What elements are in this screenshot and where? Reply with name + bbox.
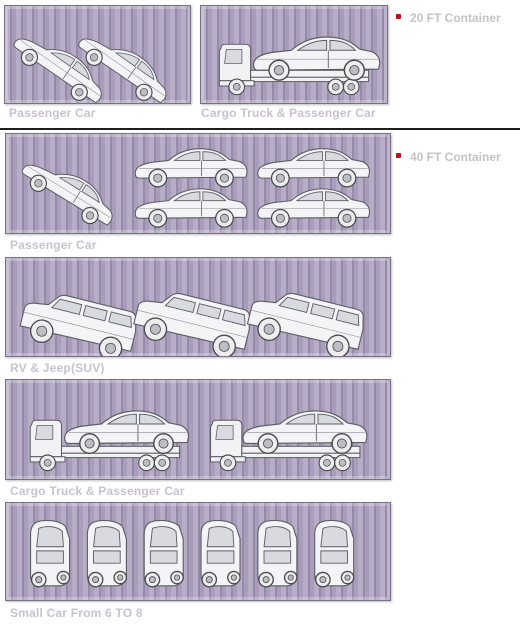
caption-20ft-passenger-car: Passenger Car <box>9 106 96 120</box>
passenger-car <box>16 149 123 233</box>
caption-40ft-cargo-truck: Cargo Truck & Passenger Car <box>10 484 185 498</box>
legend-20ft-label: 20 FT Container <box>410 11 501 25</box>
passenger-car <box>134 148 248 188</box>
small-car <box>200 519 241 588</box>
legend-40ft: 40 FT Container <box>396 150 501 164</box>
caption-20ft-cargo-truck: Cargo Truck & Passenger Car <box>201 106 376 120</box>
caption-40ft-rv-jeep: RV & Jeep(SUV) <box>10 361 105 375</box>
passenger-car <box>257 188 371 228</box>
small-car <box>143 519 184 588</box>
caption-40ft-passenger-car: Passenger Car <box>10 238 97 252</box>
container-20ft-passenger <box>4 5 191 104</box>
bullet-icon <box>396 14 401 20</box>
bullet-icon <box>396 153 401 159</box>
container-40ft-small-car <box>5 502 391 601</box>
container-40ft-rv-jeep <box>5 257 391 357</box>
caption-40ft-small-car: Small Car From 6 TO 8 <box>10 606 143 620</box>
suv <box>130 283 255 356</box>
container-20ft-cargo <box>200 5 388 104</box>
small-car <box>86 519 128 588</box>
legend-40ft-label: 40 FT Container <box>410 150 501 164</box>
section-divider <box>0 128 520 130</box>
passenger-car <box>257 148 371 188</box>
small-car <box>257 519 298 588</box>
suv <box>244 283 368 356</box>
suv <box>16 285 141 356</box>
small-car <box>313 519 355 588</box>
container-40ft-cargo <box>5 379 391 480</box>
passenger-car <box>134 188 248 228</box>
legend-20ft: 20 FT Container <box>396 11 501 25</box>
container-40ft-passenger <box>5 133 391 234</box>
small-car <box>29 519 71 588</box>
